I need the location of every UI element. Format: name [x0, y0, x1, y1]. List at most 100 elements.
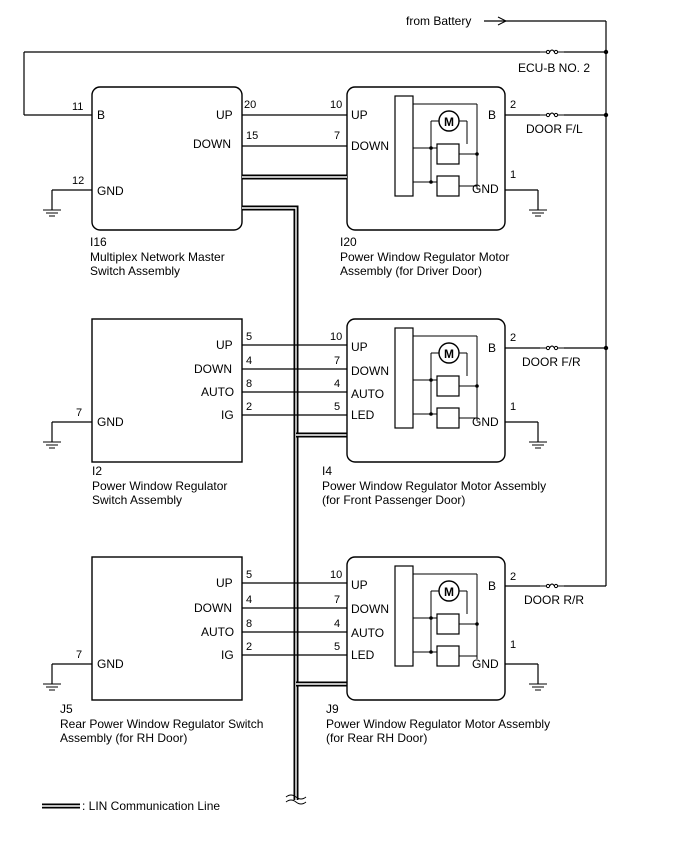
j5-term-down: DOWN: [194, 601, 232, 615]
i16-master-switch: 11 B UP DOWN GND 20 15 12 I16 Multiplex …: [42, 86, 258, 278]
i4-term-gnd: GND: [472, 415, 499, 429]
i2-term-ig: IG: [221, 408, 234, 422]
i4-pin-down: 7: [334, 355, 340, 367]
fuse-door-rr-label: DOOR R/R: [524, 593, 584, 607]
i4-name-line1: Power Window Regulator Motor Assembly: [322, 479, 546, 493]
i16-pin-gnd: 12: [72, 175, 84, 187]
i20-motor-assembly: 10 7 UP DOWN B GND 2 1 I20 Power Window …: [330, 86, 516, 278]
i16-pin-b: 11: [72, 101, 83, 113]
i20-name-line1: Power Window Regulator Motor: [340, 250, 509, 264]
j5-name-line2: Assembly (for RH Door): [60, 731, 187, 745]
j5-term-ig: IG: [221, 648, 234, 662]
j9-name-line2: (for Rear RH Door): [326, 731, 427, 745]
i20-pin-gnd: 1: [510, 169, 516, 181]
i2-switch-assembly: UP DOWN AUTO IG GND 5 4 8 2 7 I2 Power W…: [42, 318, 252, 507]
i16-term-up: UP: [216, 108, 233, 122]
legend: : LIN Communication Line: [42, 799, 220, 813]
i20-id: I20: [340, 235, 357, 249]
ecu-b-fuse-icon: [539, 49, 565, 55]
j9-term-auto: AUTO: [351, 626, 384, 640]
i2-term-gnd: GND: [97, 415, 124, 429]
j9-pin-b: 2: [510, 571, 516, 583]
i20-term-down: DOWN: [351, 139, 389, 153]
i2-pin-up: 5: [246, 331, 252, 343]
j9-id: J9: [326, 702, 339, 716]
i16-term-b: B: [97, 108, 105, 122]
i16-id: I16: [90, 235, 107, 249]
i4-term-b: B: [488, 341, 496, 355]
i2-pin-down: 4: [246, 355, 252, 367]
j9-term-up: UP: [351, 578, 368, 592]
door-fr-fuse-icon: [539, 345, 565, 351]
battery-label: from Battery: [406, 14, 471, 28]
j9-pin-gnd: 1: [510, 639, 516, 651]
i4-term-up: UP: [351, 340, 368, 354]
i16-name-line1: Multiplex Network Master: [90, 250, 225, 264]
fuse-door-fr-label: DOOR F/R: [522, 355, 581, 369]
i4-name-line2: (for Front Passenger Door): [322, 493, 465, 507]
i16-pin-up: 20: [244, 99, 256, 111]
i20-pin-down: 7: [334, 130, 340, 142]
j5-id: J5: [60, 702, 73, 716]
i4-term-led: LED: [351, 408, 375, 422]
i2-pin-ig: 2: [246, 401, 252, 413]
j9-term-led: LED: [351, 648, 375, 662]
i4-motor-assembly: 10 7 4 5 UP DOWN AUTO LED B GND 2 1 I4 P…: [322, 318, 546, 507]
i2-term-down: DOWN: [194, 362, 232, 376]
ground-icon: [42, 209, 62, 217]
ground-icon: [42, 441, 62, 449]
j5-rear-switch-assembly: UP DOWN AUTO IG GND 5 4 8 2 7 J5 Rear Po…: [42, 556, 263, 745]
j9-pin-up: 10: [330, 569, 342, 581]
j9-name-line1: Power Window Regulator Motor Assembly: [326, 717, 550, 731]
j5-term-gnd: GND: [97, 657, 124, 671]
i16-term-gnd: GND: [97, 184, 124, 198]
ground-icon: [528, 441, 548, 449]
i20-term-gnd: GND: [472, 182, 499, 196]
i4-pin-led: 5: [334, 401, 340, 413]
i2-name-line1: Power Window Regulator: [92, 479, 227, 493]
j9-term-down: DOWN: [351, 602, 389, 616]
i2-id: I2: [92, 464, 102, 478]
lin-bus: [242, 174, 347, 805]
legend-label: : LIN Communication Line: [82, 799, 220, 813]
ground-icon: [42, 683, 62, 691]
j5-term-auto: AUTO: [201, 625, 234, 639]
ground-icon: [528, 209, 548, 217]
i20-term-b: B: [488, 108, 496, 122]
i4-pin-up: 10: [330, 331, 342, 343]
i20-name-line2: Assembly (for Driver Door): [340, 264, 482, 278]
door-rr-fuse-icon: [539, 583, 565, 589]
i4-id: I4: [322, 464, 332, 478]
i4-term-down: DOWN: [351, 364, 389, 378]
door-fl-fuse-icon: [539, 112, 565, 118]
j5-pin-up: 5: [246, 569, 252, 581]
i4-pin-b: 2: [510, 332, 516, 344]
j9-motor-assembly: 10 7 4 5 UP DOWN AUTO LED B GND 2 1 J9 P…: [326, 556, 550, 745]
ground-icon: [528, 683, 548, 691]
i4-pin-gnd: 1: [510, 401, 516, 413]
i2-name-line2: Switch Assembly: [92, 493, 182, 507]
j5-pin-down: 4: [246, 594, 252, 606]
j9-pin-auto: 4: [334, 618, 340, 630]
j9-pin-led: 5: [334, 641, 340, 653]
ecu-b-circuit: ECU-B NO. 2: [23, 49, 606, 116]
i16-term-down: DOWN: [193, 137, 231, 151]
j5-pin-gnd: 7: [76, 649, 82, 661]
i16-name-line2: Switch Assembly: [90, 264, 180, 278]
i2-pin-gnd: 7: [76, 407, 82, 419]
i20-pin-b: 2: [510, 99, 516, 111]
i2-pin-auto: 8: [246, 378, 252, 390]
fuse-door-fl-label: DOOR F/L: [526, 122, 583, 136]
j5-pin-auto: 8: [246, 618, 252, 630]
i16-pin-down: 15: [246, 130, 258, 142]
j5-name-line1: Rear Power Window Regulator Switch: [60, 717, 263, 731]
j5-pin-ig: 2: [246, 641, 252, 653]
i20-pin-up: 10: [330, 99, 342, 111]
j9-pin-down: 7: [334, 594, 340, 606]
i4-pin-auto: 4: [334, 378, 340, 390]
j9-term-b: B: [488, 579, 496, 593]
i2-term-auto: AUTO: [201, 385, 234, 399]
fuse-ecu-b-label: ECU-B NO. 2: [518, 61, 590, 75]
i20-term-up: UP: [351, 108, 368, 122]
i4-term-auto: AUTO: [351, 387, 384, 401]
